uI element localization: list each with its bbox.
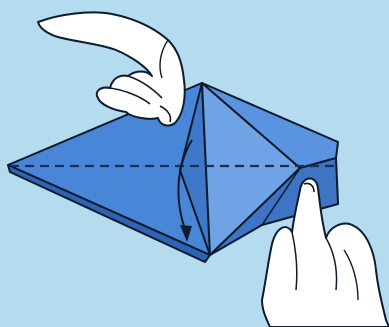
origami-fold-illustration <box>0 0 389 327</box>
